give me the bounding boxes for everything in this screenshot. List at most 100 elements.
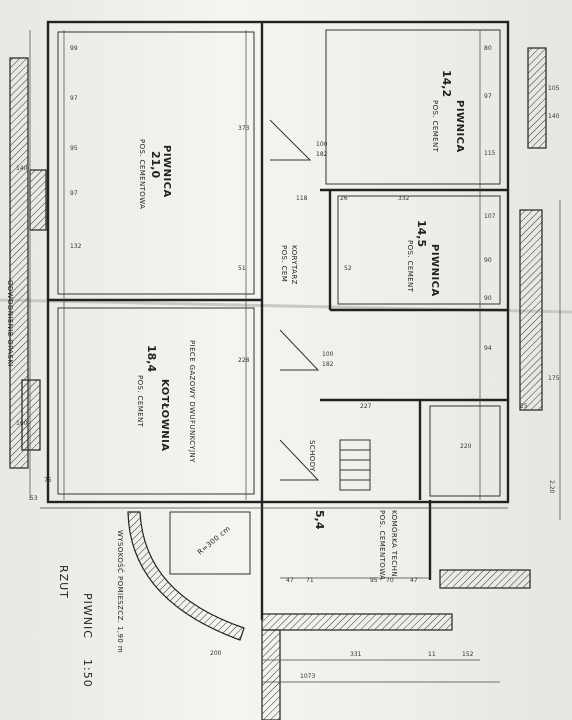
svg-text:75: 75 — [44, 477, 52, 484]
svg-text:ODWODNIENIE OPASKI: ODWODNIENIE OPASKI — [6, 280, 14, 367]
svg-text:90: 90 — [484, 257, 492, 264]
left-pier-1 — [29, 169, 47, 231]
svg-text:11: 11 — [428, 651, 436, 658]
svg-text:53: 53 — [30, 495, 38, 502]
drainage-note: ODWODNIENIE OPASKI — [6, 280, 14, 367]
svg-text:152: 152 — [462, 651, 474, 658]
lower-room-inner — [429, 405, 501, 497]
svg-text:PIECE GAZOWY DWUFUNKCYJNY: PIECE GAZOWY DWUFUNKCYJNY — [188, 340, 196, 463]
svg-text:90: 90 — [484, 295, 492, 302]
svg-text:52: 52 — [344, 265, 352, 272]
svg-text:PIWNICA: PIWNICA — [454, 100, 465, 153]
svg-text:140: 140 — [548, 113, 560, 120]
svg-text:118: 118 — [296, 195, 308, 202]
svg-text:POS. CEMENT: POS. CEMENT — [136, 375, 144, 428]
svg-text:107: 107 — [484, 213, 496, 220]
svg-text:228: 228 — [238, 357, 250, 364]
svg-text:373: 373 — [238, 125, 250, 132]
door-swing-3 — [279, 439, 320, 481]
svg-text:220: 220 — [460, 443, 472, 450]
svg-text:97: 97 — [70, 190, 78, 197]
left-outer-wall — [9, 57, 29, 469]
svg-text:182: 182 — [322, 361, 334, 368]
right-wall-top — [527, 47, 547, 149]
svg-text:25: 25 — [520, 403, 528, 410]
bottom-wall-stub — [261, 629, 281, 720]
piwnica-a-inner — [57, 31, 255, 295]
svg-text:70: 70 — [386, 577, 394, 584]
svg-text:100: 100 — [322, 351, 334, 358]
svg-text:227: 227 — [360, 403, 372, 410]
svg-text:POS. CEMENTOWA: POS. CEMENTOWA — [378, 510, 386, 580]
svg-text:95: 95 — [70, 145, 78, 152]
svg-text:200: 200 — [210, 650, 222, 657]
radius-label: R=300 cm — [196, 525, 232, 557]
svg-text:PIWNICA: PIWNICA — [161, 145, 172, 198]
dim-texts-top: 99 97 95 97 132 51 373 — [70, 45, 250, 272]
svg-text:115: 115 — [484, 150, 496, 157]
stairs-label: SCHODY — [308, 440, 316, 472]
bottom-wall-mid — [261, 613, 453, 631]
svg-text:105: 105 — [548, 85, 560, 92]
svg-text:47: 47 — [410, 577, 418, 584]
dimension-lines — [29, 30, 561, 683]
svg-text:140: 140 — [16, 165, 28, 172]
bottom-wall-right — [439, 569, 531, 589]
svg-text:1073: 1073 — [300, 673, 315, 680]
svg-text:POS. CEM: POS. CEM — [280, 245, 288, 282]
svg-text:1:50: 1:50 — [81, 659, 94, 688]
svg-text:PIWNICA: PIWNICA — [429, 244, 440, 297]
svg-text:80: 80 — [484, 45, 492, 52]
kotlownia-inner — [57, 307, 255, 495]
svg-text:SCHODY: SCHODY — [308, 440, 316, 472]
room-label-piwnica-b: 14,2 PIWNICA POS. CEMENT — [431, 70, 465, 153]
svg-text:332: 332 — [398, 195, 410, 202]
svg-text:100: 100 — [316, 141, 328, 148]
svg-text:WYSOKOŚĆ POMIESZCZ. 1,90 m: WYSOKOŚĆ POMIESZCZ. 1,90 m — [116, 530, 125, 653]
dim-texts-bottom: 200 331 11 152 1073 — [210, 650, 474, 680]
entrance-box — [169, 511, 251, 575]
svg-text:132: 132 — [70, 243, 82, 250]
drawing-title: RZUT PIWNIC 1:50 — [57, 565, 94, 688]
svg-text:95: 95 — [370, 577, 378, 584]
room-label-korytarz: KORYTARZ POS. CEM — [280, 245, 298, 285]
svg-text:99: 99 — [70, 45, 78, 52]
dim-texts-side: 2,20 105 140 175 25 53 75 160 140 — [16, 85, 560, 502]
svg-text:175: 175 — [548, 375, 560, 382]
svg-text:KORYTARZ: KORYTARZ — [290, 245, 298, 285]
svg-text:94: 94 — [484, 345, 492, 352]
svg-text:18,4: 18,4 — [145, 345, 158, 372]
svg-text:5,4: 5,4 — [313, 510, 326, 530]
room-label-komorka: KOMÓRKA TECHN. 5,4 POS. CEMENTOWA — [313, 510, 399, 580]
svg-text:KOTŁOWNIA: KOTŁOWNIA — [159, 379, 170, 452]
svg-text:331: 331 — [350, 651, 362, 658]
svg-text:POS. CEMENT: POS. CEMENT — [431, 100, 439, 153]
curved-ramp — [127, 511, 245, 641]
svg-text:160: 160 — [16, 420, 28, 427]
svg-text:97: 97 — [70, 95, 78, 102]
right-wall-mid — [519, 209, 543, 411]
svg-text:PIWNIC: PIWNIC — [81, 593, 94, 639]
svg-text:14,5: 14,5 — [415, 220, 428, 247]
stairs — [339, 439, 371, 491]
left-pier-2 — [21, 379, 41, 451]
entrance-note: WYSOKOŚĆ POMIESZCZ. 1,90 m — [116, 530, 125, 653]
svg-text:R=300 cm: R=300 cm — [196, 525, 232, 557]
svg-text:2,20: 2,20 — [548, 480, 555, 494]
svg-text:51: 51 — [238, 265, 246, 272]
dim-texts-openings: 100 182 100 182 227 220 332 26 118 52 47… — [286, 141, 472, 584]
svg-text:71: 71 — [306, 577, 314, 584]
svg-text:POS. CEMENT: POS. CEMENT — [406, 240, 414, 293]
piwnica-b-inner — [325, 29, 501, 185]
room-label-kotlownia: 18,4 KOTŁOWNIA POS. CEMENT — [136, 345, 170, 452]
door-swing-2 — [279, 329, 320, 371]
svg-text:97: 97 — [484, 93, 492, 100]
door-swing-1 — [269, 119, 312, 161]
room-label-piwnica-a: 21,0 PIWNICA POS. CEMENTOWA — [138, 139, 172, 209]
svg-text:21,0: 21,0 — [149, 151, 162, 178]
svg-text:14,2: 14,2 — [440, 70, 453, 97]
svg-text:182: 182 — [316, 151, 328, 158]
boiler-label: PIECE GAZOWY DWUFUNKCYJNY — [188, 340, 196, 463]
